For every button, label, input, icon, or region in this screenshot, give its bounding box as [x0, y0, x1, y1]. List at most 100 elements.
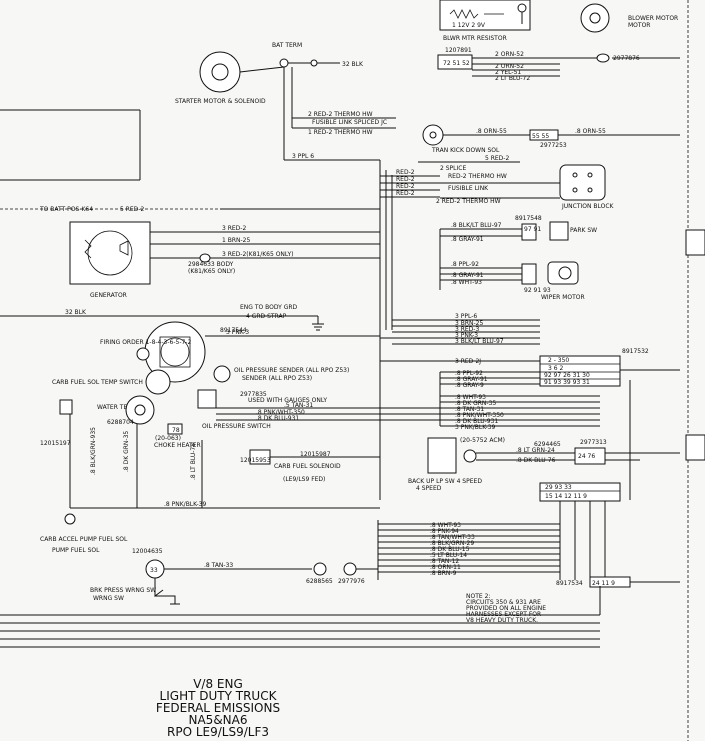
bundle-b: .8 WHT-93 .8 PNK-94 .8 TAN/WHT-33 .8 BLK…	[377, 520, 680, 588]
carb-sol-label: CARB FUEL SOLENOID	[274, 463, 341, 470]
bundle-ppl6: 3 PPL-6	[455, 313, 477, 320]
oil-pressure-sender-icon	[213, 365, 231, 383]
splice-label: 2 SPLICE	[440, 165, 466, 172]
tran-part: 2977253	[540, 142, 567, 149]
blower-conn-pins: 72 51 52	[443, 60, 470, 67]
bundle-red3: 3 RED-3	[455, 326, 479, 333]
tran-red2: 5 RED-2	[485, 155, 509, 162]
choke-label: CHOKE HEATER	[154, 442, 201, 449]
brake-section: 12004635 33 .8 TAN-33 6288565 2977976 BR…	[90, 548, 378, 605]
b-tan12: .8 TAN-12	[430, 558, 459, 565]
bundle-pnkwht350: .8 PNK/WHT-350	[455, 412, 504, 419]
b-ltblu14: .5 LT BLU-14	[430, 552, 467, 559]
backup-label: BACK UP LP SW 4 SPEED	[408, 478, 482, 485]
battpos-label: TO BATT POS-K64	[39, 206, 93, 213]
park-sw-label: PARK SW	[570, 227, 597, 234]
backup-part2: 2977313	[580, 439, 607, 446]
junction-label: JUNCTION BLOCK	[561, 203, 615, 210]
note: NOTE 2: CIRCUITS 350 & 931 ARE PROVIDED …	[466, 593, 546, 624]
svg-text:RED-2: RED-2	[396, 190, 415, 197]
ground-icon	[517, 3, 527, 13]
ground-strap: 4 GRD STRAP	[246, 313, 287, 320]
caption-line3: FEDERAL EMISSIONS	[156, 701, 280, 715]
brk-part: 12004635	[132, 548, 163, 555]
thermo-red2-b: 1 RED-2 THERMO HW	[308, 129, 373, 136]
oil-pressure-switch-icon	[197, 389, 217, 409]
oil-section: OIL PRESSURE SENDER (ALL RPO Z53) SENDER…	[154, 365, 440, 483]
junction-block-icon	[559, 164, 606, 201]
brk-part3: 2977976	[338, 578, 365, 585]
backup-dkblu76: .8 DK BLU-76	[516, 457, 556, 464]
thermo-red2-c: RED-2 THERMO HW	[448, 173, 507, 180]
backup-conn: 24 76	[578, 453, 595, 460]
svg-text:RED-2: RED-2	[396, 183, 415, 190]
backup-part1: 6294465	[534, 441, 561, 448]
generator-label: GENERATOR	[90, 292, 127, 299]
ground-blk: 32 BLK	[65, 309, 87, 316]
tran-section: TRAN KICK DOWN SOL .8 ORN-55 55 55 .8 OR…	[418, 124, 680, 163]
gen-part: 2984633 BODY	[188, 261, 234, 268]
svg-text:SENDER (ALL RPO Z53): SENDER (ALL RPO Z53)	[242, 375, 312, 382]
bundle-a: 3 PPL-6 3 BRN-25 3 RED-3 3 PNK-3 3 BLK/L…	[380, 313, 680, 500]
carb-sol-part1: 12015953	[240, 457, 271, 464]
water-temp-label: WATER TEMP SW	[97, 404, 148, 411]
connector-block-a	[539, 355, 621, 387]
resistor-taps: 1 12V 2 9V	[452, 22, 486, 29]
ground-symbol-icon	[312, 316, 324, 331]
left-sensors: CARB FUEL SOL TEMP SWITCH WATER TEMP SW …	[40, 347, 380, 554]
wiper-gray91: .8 GRAY-91	[451, 236, 484, 243]
carb-accel-label: CARB ACCEL PUMP FUEL SOL	[40, 536, 128, 543]
battpos-wire: 5 RED-2	[120, 206, 144, 213]
bat-term-section: BAT TERM 32 BLK STARTER MOTOR & SOLENOID…	[175, 42, 396, 161]
conn-b-b: 15 14 12 11 9	[545, 493, 587, 500]
generator-section: GENERATOR 3 RED-2 1 BRN-25 3 RED-2(K81/K…	[69, 221, 380, 299]
bundle-b-part: 8917534	[556, 580, 583, 587]
svg-text:78: 78	[172, 427, 180, 434]
oil-tan31: .5 TAN-31	[284, 402, 313, 409]
backup-lp-sw-icon	[427, 437, 457, 474]
carb-temp-sw-label: CARB FUEL SOL TEMP SWITCH	[52, 379, 143, 386]
oil-pnkwht350: .8 PNK/WHT-350	[256, 409, 305, 416]
caption-line1: V/8 ENG	[193, 677, 243, 691]
wire-orn52a: 2 ORN-52	[495, 51, 524, 58]
oil-sender-label: OIL PRESSURE SENDER (ALL RPO Z53)	[234, 367, 349, 374]
oil-switch-label: OIL PRESSURE SWITCH	[202, 423, 271, 430]
tran-orn-a: .8 ORN-55	[476, 128, 507, 135]
note-1: NOTE 2:	[466, 593, 490, 600]
caption-line2: LIGHT DUTY TRUCK	[160, 689, 278, 703]
caption-line4: NA5&NA6	[189, 713, 248, 727]
conn-row2: 3 6 2	[548, 365, 563, 372]
tran-orn-b: .8 ORN-55	[575, 128, 606, 135]
conn-b-a: 29 93 33	[545, 484, 572, 491]
brk-part2: 6288565	[306, 578, 333, 585]
wiper-conn1: 97 91	[524, 226, 541, 233]
svg-text:RED-2: RED-2	[396, 169, 415, 176]
battpos-section: TO BATT POS-K64 5 RED-2	[0, 109, 380, 213]
b-blkgrn29: .8 BLK/GRN-29	[430, 540, 474, 547]
conn-b-c: 24 11 9	[592, 580, 615, 587]
bundle-dkblu931: .8 DK BLU-931	[455, 418, 498, 425]
connector-block-b: 29 93 33 15 14 12 11 9	[539, 482, 621, 580]
fusible-link: FUSIBLE LINK	[448, 185, 489, 192]
note-4: HARNESSES EXCEPT FOR	[466, 611, 541, 618]
bundle-gray91: .8 GRAY-91	[455, 376, 488, 383]
blower-part: 1207891	[445, 47, 472, 54]
bundle-tan31: .8 TAN-31	[455, 406, 484, 413]
caption-line5: RPO LE9/LS9/LF3	[167, 725, 269, 739]
b-orn11: .8 ORN-11	[430, 564, 461, 571]
bundle-ppl92: .8 PPL-92	[455, 370, 483, 377]
svg-text:33: 33	[150, 567, 158, 574]
gen-red2-k81: 3 RED-2(K81/K65 ONLY)	[222, 251, 293, 258]
carb-sol-part2: 12015987	[300, 451, 331, 458]
b-brn9: .8 BRN-9	[430, 570, 457, 577]
carb-temp-switch-icon	[59, 399, 73, 415]
wire-yel51: 2 YEL-51	[495, 69, 521, 76]
generator-icon	[69, 221, 151, 285]
bat-blk-wire: 32 BLK	[342, 61, 364, 68]
backup-section: BACK UP LP SW 4 SPEED 4 SPEED (20-5752 A…	[408, 437, 680, 492]
bundle-dkgrn35: .8 DK GRN-35	[455, 400, 496, 407]
svg-text:MOTOR: MOTOR	[628, 22, 650, 29]
left-ltblu78: .8 LT BLU-78	[190, 443, 197, 480]
bundle-blkltblu97: 3 BLK/LT BLU-97	[455, 338, 504, 345]
